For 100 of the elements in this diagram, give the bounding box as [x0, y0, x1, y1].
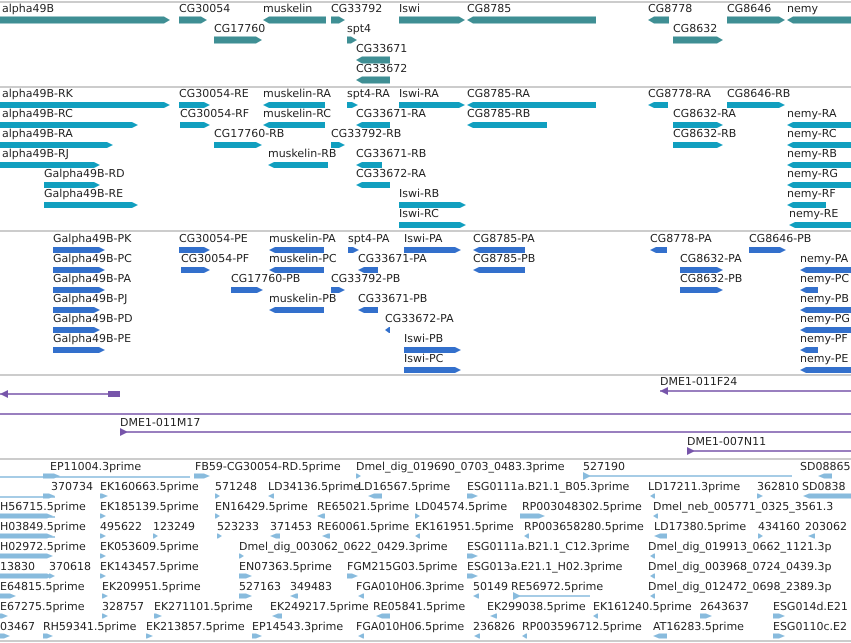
est-name-label: LD17380.5prime	[654, 521, 746, 533]
est-name-label: FGA010H06.3prime	[356, 581, 464, 593]
transcript-name-label: CG33792-RB	[331, 128, 402, 140]
transcript-name-label: alpha49B-RK	[2, 88, 73, 100]
transcript-name-label: CG30054-RE	[179, 88, 249, 100]
protein-name-label: Galpha49B-PC	[53, 253, 132, 265]
gene-name-label: CG33792	[331, 3, 382, 15]
est-name-label: 495622	[100, 521, 142, 533]
est-name-label: ESG0110c.E2	[773, 621, 847, 633]
protein-name-label: nemy-PF	[800, 333, 848, 345]
protein-name-label: Galpha49B-PD	[53, 313, 133, 325]
est-name-label: EK160663.5prime	[100, 481, 199, 493]
protein-name-label: nemy-PA	[800, 253, 848, 265]
protein-name-label: CG30054-PE	[179, 233, 248, 245]
est-name-label: 523233	[217, 521, 259, 533]
gene-name-label: CG33672	[356, 63, 408, 75]
protein-name-label: CG17760-PB	[231, 273, 300, 285]
est-name-label: EK053609.5prime	[100, 541, 199, 553]
est-name-label: RH59341.5prime	[43, 621, 136, 633]
protein-name-label: Galpha49B-PA	[53, 273, 131, 285]
protein-name-label: CG33671-PA	[358, 253, 427, 265]
gene-name-label: Iswi	[399, 3, 420, 15]
est-name-label: Dmel_dig_019690_0703_0483.3prime	[356, 461, 565, 473]
transcript-name-label: nemy-RG	[787, 168, 838, 180]
gene-name-label: CG17760	[214, 23, 266, 35]
protein-name-label: CG33671-PB	[358, 293, 428, 305]
protein-name-label: CG30054-PF	[181, 253, 250, 265]
est-name-label: 123249	[153, 521, 195, 533]
protein-name-label: nemy-PE	[800, 353, 848, 365]
est-name-label: 349483	[290, 581, 332, 593]
transcript-name-label: CG8785-RA	[467, 88, 530, 100]
est-name-label: 371453	[270, 521, 312, 533]
gene-name-label: muskelin	[263, 3, 312, 15]
transcript-name-label: CG8646-RB	[727, 88, 790, 100]
transcript-name-label: Galpha49B-RE	[44, 188, 124, 200]
est-name-label: 370734	[51, 481, 93, 493]
protein-name-label: Galpha49B-PE	[53, 333, 132, 345]
est-name-label: E64815.5prime	[0, 581, 84, 593]
est-name-label: EN16429.5prime	[215, 501, 308, 513]
est-name-label: EN07363.5prime	[239, 561, 332, 573]
protein-name-label: CG8785-PB	[473, 253, 536, 265]
protein-name-label: Galpha49B-PJ	[53, 293, 128, 305]
est-name-label: FB59-CG30054-RD.5prime	[195, 461, 341, 473]
est-name-label: AT16283.5prime	[653, 621, 744, 633]
est-name-label: FGM215G03.5prime	[347, 561, 458, 573]
transcript-name-label: CG30054-RF	[180, 108, 250, 120]
protein-name-label: muskelin-PC	[269, 253, 337, 265]
est-name-label: Dmel_neb_005771_0325_3561.3	[653, 501, 834, 513]
est-name-label: 328757	[102, 601, 144, 613]
protein-name-label: CG8778-PA	[650, 233, 712, 245]
est-name-label: H56715.5prime	[0, 501, 86, 513]
transcript-name-label: spt4-RA	[347, 88, 390, 100]
est-name-label: EK209951.5prime	[102, 581, 201, 593]
est-name-label: SD08865	[800, 461, 850, 473]
est-name-label: 203062	[805, 521, 847, 533]
protein-name-label: nemy-PC	[800, 273, 850, 285]
est-name-label: FGA010H06.5prime	[356, 621, 464, 633]
gene-name-label: CG8646	[727, 3, 772, 15]
protein-name-label: CG8646-PB	[749, 233, 812, 245]
gene-name-label: CG30054	[179, 3, 230, 15]
gene-name-label: CG33671	[356, 43, 408, 55]
protein-name-label: CG8632-PB	[680, 273, 742, 285]
est-name-label: EK299038.5prime	[487, 601, 586, 613]
est-name-label: 03467	[0, 621, 35, 633]
est-name-label: Dmel_dig_003968_0724_0439.3p	[648, 561, 832, 573]
gene-name-label: CG8785	[467, 3, 512, 15]
gene-name-label: nemy	[787, 3, 818, 15]
protein-name-label: muskelin-PB	[269, 293, 336, 305]
clone-name-label: DME1-007N11	[687, 436, 766, 448]
transcript-name-label: nemy-RB	[787, 148, 837, 160]
protein-name-label: CG8785-PA	[473, 233, 535, 245]
transcript-name-label: CG33672-RA	[356, 168, 426, 180]
est-name-label: ESG014d.E21	[773, 601, 848, 613]
est-name-label: SD0838	[802, 481, 846, 493]
transcript-name-label: CG33671-RA	[356, 108, 426, 120]
est-name-label: ESG0111a.B21.1_B05.3prime	[467, 481, 630, 493]
est-name-label: EK161240.5prime	[593, 601, 692, 613]
est-name-label: EK161951.5prime	[415, 521, 514, 533]
transcript-name-label: nemy-RA	[787, 108, 836, 120]
protein-name-label: CG33672-PA	[385, 313, 454, 325]
est-name-label: LD04574.5prime	[415, 501, 508, 513]
protein-name-label: Iswi-PB	[404, 333, 444, 345]
protein-name-label: spt4-PA	[348, 233, 390, 245]
est-name-label: RP003048302.5prime	[522, 501, 642, 513]
est-name-label: 370618	[49, 561, 91, 573]
est-name-label: ESG0111a.B21.1_C12.3prime	[467, 541, 630, 553]
est-name-label: 2643637	[700, 601, 749, 613]
est-name-label: EK249217.5prime	[270, 601, 369, 613]
transcript-name-label: nemy-RE	[789, 208, 838, 220]
transcript-name-label: CG17760-RB	[214, 128, 284, 140]
est-name-label: LD17211.3prime	[648, 481, 740, 493]
est-name-label: 13830	[0, 561, 35, 573]
est-name-label: H03849.5prime	[0, 521, 86, 533]
protein-name-label: muskelin-PA	[269, 233, 336, 245]
est-name-label: Dmel_dig_019913_0662_1121.3p	[648, 541, 832, 553]
est-name-label: E67275.5prime	[0, 601, 84, 613]
protein-name-label: nemy-PB	[800, 293, 849, 305]
transcript-name-label: muskelin-RC	[263, 108, 331, 120]
est-name-label: 571248	[215, 481, 257, 493]
transcript-name-label: muskelin-RB	[268, 148, 336, 160]
